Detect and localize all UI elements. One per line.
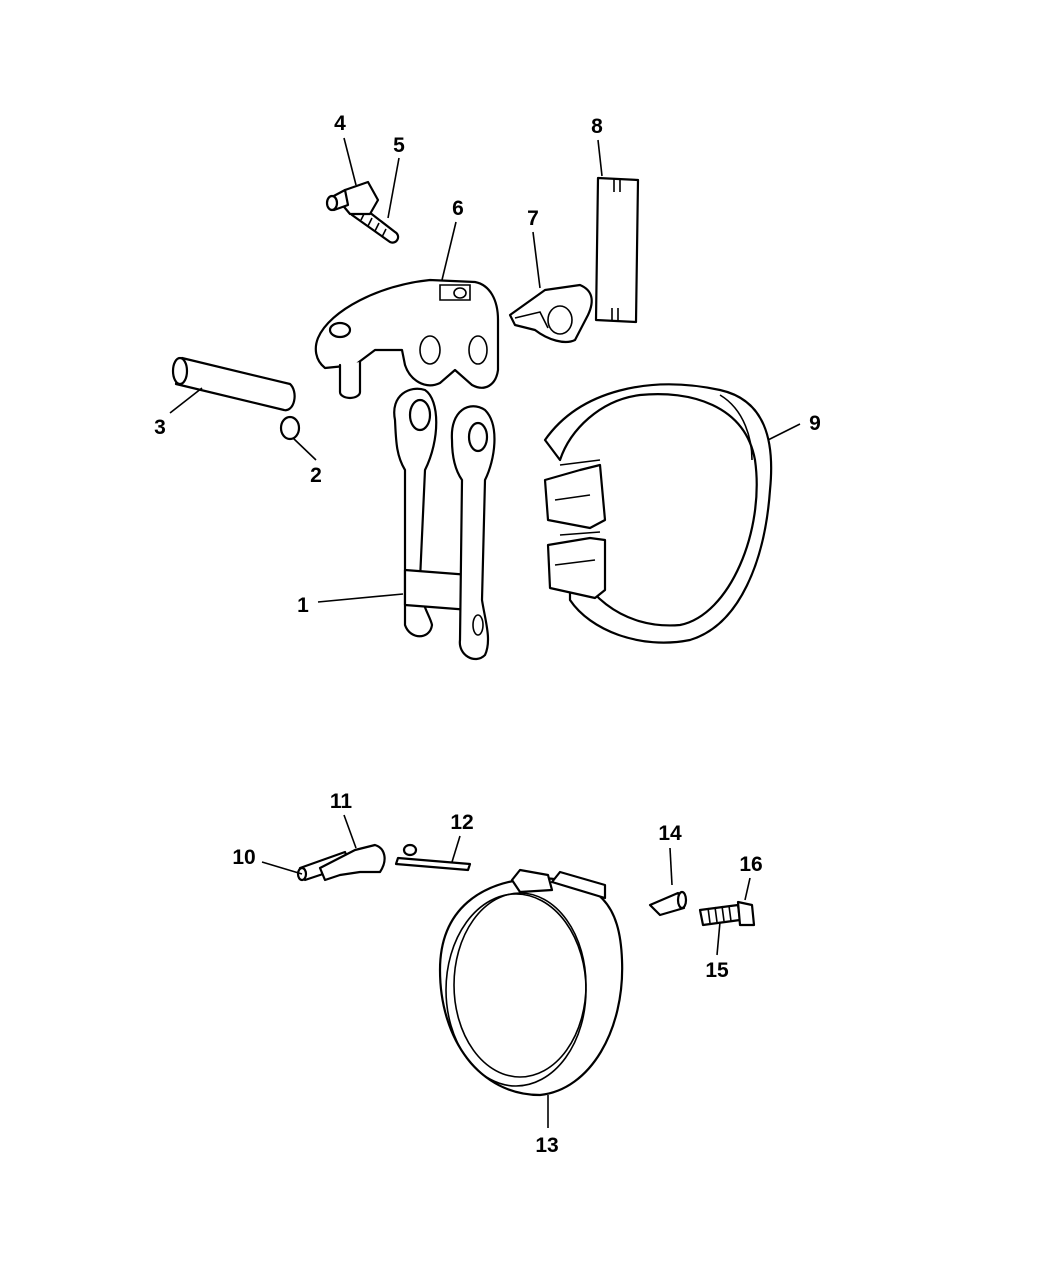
callout-4: 4 — [334, 112, 346, 135]
callout-1: 1 — [297, 594, 309, 617]
lever-part — [314, 278, 500, 400]
adjuster-parts — [648, 890, 756, 927]
callout-11: 11 — [330, 790, 353, 813]
callout-7: 7 — [527, 207, 539, 230]
leader-lines — [169, 137, 801, 1128]
callout-14: 14 — [658, 822, 682, 845]
callout-5: 5 — [393, 134, 405, 157]
lever-part-small — [318, 843, 386, 882]
callout-8: 8 — [591, 115, 603, 138]
callout-15: 15 — [705, 959, 729, 982]
pivot-pin-part — [171, 356, 296, 412]
callout-2: 2 — [310, 464, 322, 487]
callout-10: 10 — [232, 846, 255, 869]
callout-labels: 1 2 3 4 5 6 7 8 9 10 11 12 13 14 15 16 — [154, 112, 821, 1157]
strut-part — [594, 176, 640, 324]
callout-13: 13 — [535, 1134, 558, 1157]
adjusting-screw-part — [325, 180, 400, 244]
callout-9: 9 — [809, 412, 821, 435]
band-strut-link-part — [393, 387, 496, 661]
band-anchor-part — [508, 283, 593, 344]
front-band-part — [543, 383, 773, 644]
strut-part-small — [394, 843, 472, 872]
callout-6: 6 — [452, 197, 464, 220]
callout-3: 3 — [154, 416, 166, 439]
rear-band-part — [438, 868, 624, 1097]
retaining-ring-part — [279, 415, 301, 441]
callout-16: 16 — [739, 853, 762, 876]
callout-12: 12 — [450, 811, 473, 834]
